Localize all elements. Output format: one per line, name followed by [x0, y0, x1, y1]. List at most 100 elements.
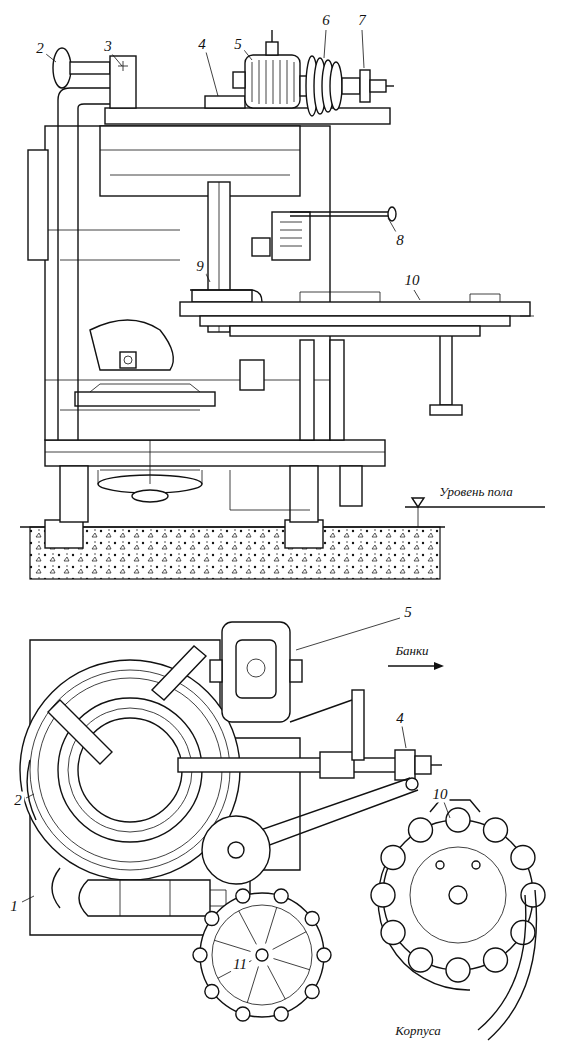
- foundation: [30, 527, 440, 579]
- spoke: [239, 911, 257, 945]
- leader-lines: [46, 30, 420, 300]
- support: [300, 340, 314, 440]
- guide: [190, 290, 262, 302]
- callout-number: 7: [356, 12, 368, 29]
- cylinder: [79, 880, 210, 916]
- plan-view: [20, 618, 545, 1040]
- pocket: [484, 818, 508, 842]
- turntable: [180, 302, 530, 316]
- pocket: [409, 818, 433, 842]
- pocket: [409, 948, 433, 972]
- pocket: [511, 846, 535, 870]
- callout-number: 1: [8, 898, 20, 915]
- pocket: [381, 921, 405, 945]
- handwheel: [53, 48, 71, 88]
- leader-lines: [22, 618, 450, 902]
- nut: [360, 70, 370, 102]
- hub: [449, 886, 467, 904]
- anchor-block: [285, 520, 323, 548]
- machine-base: [45, 440, 385, 466]
- pocket: [521, 883, 545, 907]
- column-bracket: [192, 290, 252, 302]
- motor-bracket: [205, 96, 245, 108]
- rod: [290, 211, 392, 212]
- top-frame: [105, 108, 390, 124]
- hub: [256, 949, 268, 961]
- handwheel: [27, 760, 36, 820]
- pocket: [446, 808, 470, 832]
- pocket: [317, 948, 331, 962]
- pocket: [274, 1007, 288, 1021]
- callout-number: 11: [231, 956, 249, 973]
- floor-level-line: [405, 506, 545, 507]
- elevation-view: [20, 30, 545, 579]
- pocket: [381, 846, 405, 870]
- pocket: [305, 984, 319, 998]
- pocket: [446, 958, 470, 982]
- spoke: [273, 959, 309, 970]
- caption-label: Корпуса: [393, 1023, 442, 1038]
- foot: [60, 466, 88, 522]
- shaft: [178, 758, 430, 772]
- flow-arrow: [388, 665, 438, 666]
- spoke: [273, 932, 307, 950]
- pocket: [236, 889, 250, 903]
- pocket: [193, 948, 207, 962]
- callout-number: 9: [194, 258, 206, 275]
- star-wheel: [371, 808, 545, 982]
- floor-line: [20, 526, 445, 527]
- disc: [202, 816, 270, 884]
- callout-number: 2: [12, 792, 24, 809]
- floor-level-mark: [418, 507, 419, 527]
- motor: [222, 622, 290, 722]
- pocket: [511, 921, 535, 945]
- pipe: [58, 88, 112, 440]
- support: [440, 335, 452, 405]
- support: [330, 340, 344, 440]
- gearbox: [110, 56, 136, 108]
- spoke: [214, 940, 250, 951]
- star-wheel: [193, 889, 331, 1021]
- chute: [478, 895, 526, 1030]
- bearing: [120, 352, 136, 368]
- spoke: [268, 966, 286, 1000]
- callout-number: 6: [320, 12, 332, 29]
- pulley: [306, 56, 342, 116]
- caption-label: Банки: [393, 643, 430, 658]
- callout-number: 4: [394, 710, 406, 727]
- handle: [152, 646, 206, 700]
- callout-number: 3: [102, 38, 114, 55]
- spoke: [266, 907, 277, 943]
- callout-number: 10: [403, 272, 422, 289]
- pocket: [371, 883, 395, 907]
- pocket: [274, 889, 288, 903]
- callout-number: 5: [402, 604, 414, 621]
- upper-housing: [100, 126, 300, 196]
- foot: [340, 466, 362, 506]
- side-cover: [28, 150, 48, 260]
- bolt: [472, 861, 480, 869]
- callout-number: 10: [431, 786, 450, 803]
- handle: [48, 700, 112, 764]
- motor: [245, 55, 300, 108]
- slide: [75, 392, 215, 406]
- gear-hub: [132, 490, 168, 502]
- disc-ring: [410, 847, 506, 943]
- pocket: [305, 912, 319, 926]
- control-box: [272, 212, 310, 260]
- callout-number: 4: [196, 36, 208, 53]
- caption-label: Уровень пола: [437, 484, 514, 499]
- anchor-block: [45, 520, 83, 548]
- switch: [252, 238, 270, 256]
- foot: [290, 466, 318, 522]
- pocket: [484, 948, 508, 972]
- pocket: [236, 1007, 250, 1021]
- bolt: [436, 861, 444, 869]
- hose: [52, 868, 60, 908]
- cam: [90, 320, 173, 370]
- floor-level-mark: [412, 498, 424, 507]
- pocket: [205, 912, 219, 926]
- callout-number: 2: [34, 40, 46, 57]
- pocket: [205, 984, 219, 998]
